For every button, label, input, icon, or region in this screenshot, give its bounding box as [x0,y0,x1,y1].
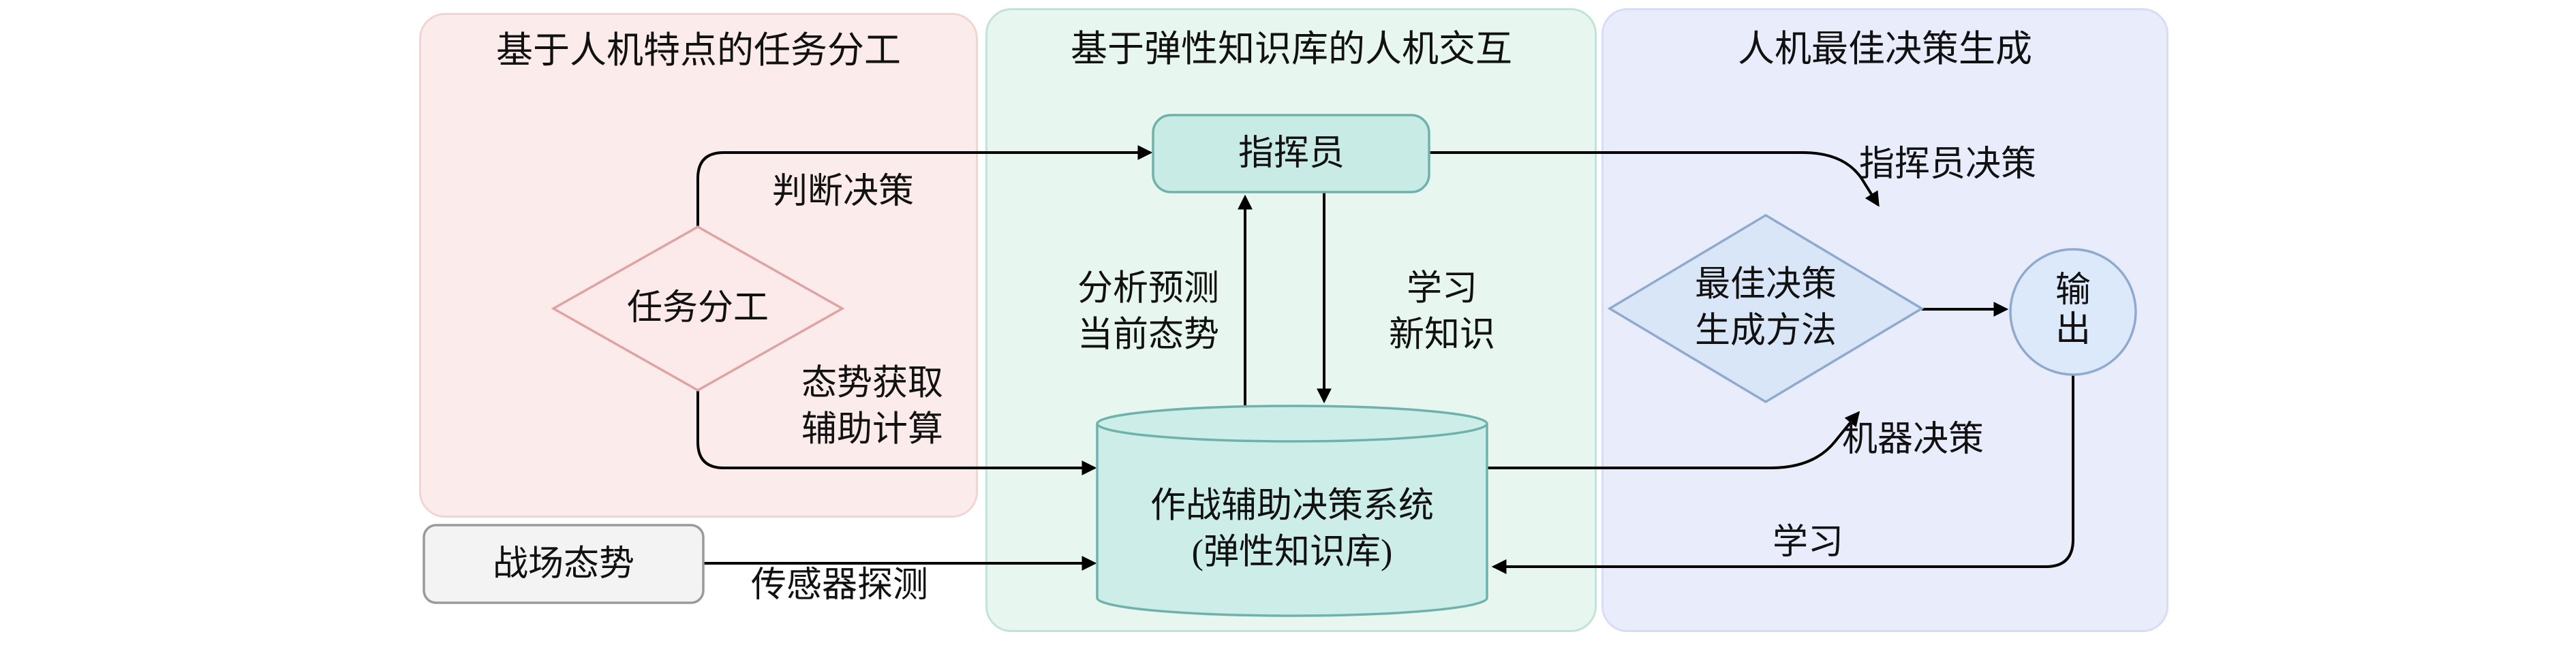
commander-box [1152,114,1430,193]
arrow-situation-acquire [696,390,1097,475]
panel-title-task-division: 基于人机特点的任务分工 [496,29,901,71]
edge-label-learn-new-knowledge: 学习 新知识 [1388,269,1496,354]
panel-title-best-decision: 人机最佳决策生成 [1738,28,2032,69]
edge-label-judge-decision: 判断决策 [771,172,915,212]
edge-label-commander-decision: 指挥员决策 [1858,145,2037,185]
edge-label-sensor-detect: 传感器探测 [750,566,929,605]
edge-label-machine-decision: 机器决策 [1841,420,1984,460]
arrow-judge-decision [696,145,1153,227]
node-label-knowledge-base: 作战辅助决策系统 (弹性知识库) [1150,486,1435,571]
battlefield-situation-box [423,524,705,604]
knowledge-base-cylinder-body [1096,424,1488,617]
task-division-diamond [551,225,845,392]
node-label-best-decision-method: 最佳决策 生成方法 [1694,265,1837,350]
node-label-battlefield-situation: 战场态势 [492,545,635,584]
best-decision-diamond [1607,213,1925,404]
arrow-machine-decision [1487,411,1860,469]
edge-label-learning: 学习 [1772,523,1844,563]
panel-title-interaction: 基于弹性知识库的人机交互 [1071,28,1512,69]
node-label-output: 输 出 [2055,270,2091,349]
node-label-commander: 指挥员 [1238,134,1345,174]
node-label-task-division: 任务分工 [626,289,769,328]
arrow-learning-feedback [1491,375,2074,574]
edge-label-analyze-predict: 分析预测 当前态势 [1077,269,1220,354]
arrow-commander-decision [1429,151,1880,207]
knowledge-base-cylinder-top [1096,405,1488,443]
edge-label-situation-acquire: 态势获取 辅助计算 [801,364,944,449]
output-circle [2009,248,2137,376]
